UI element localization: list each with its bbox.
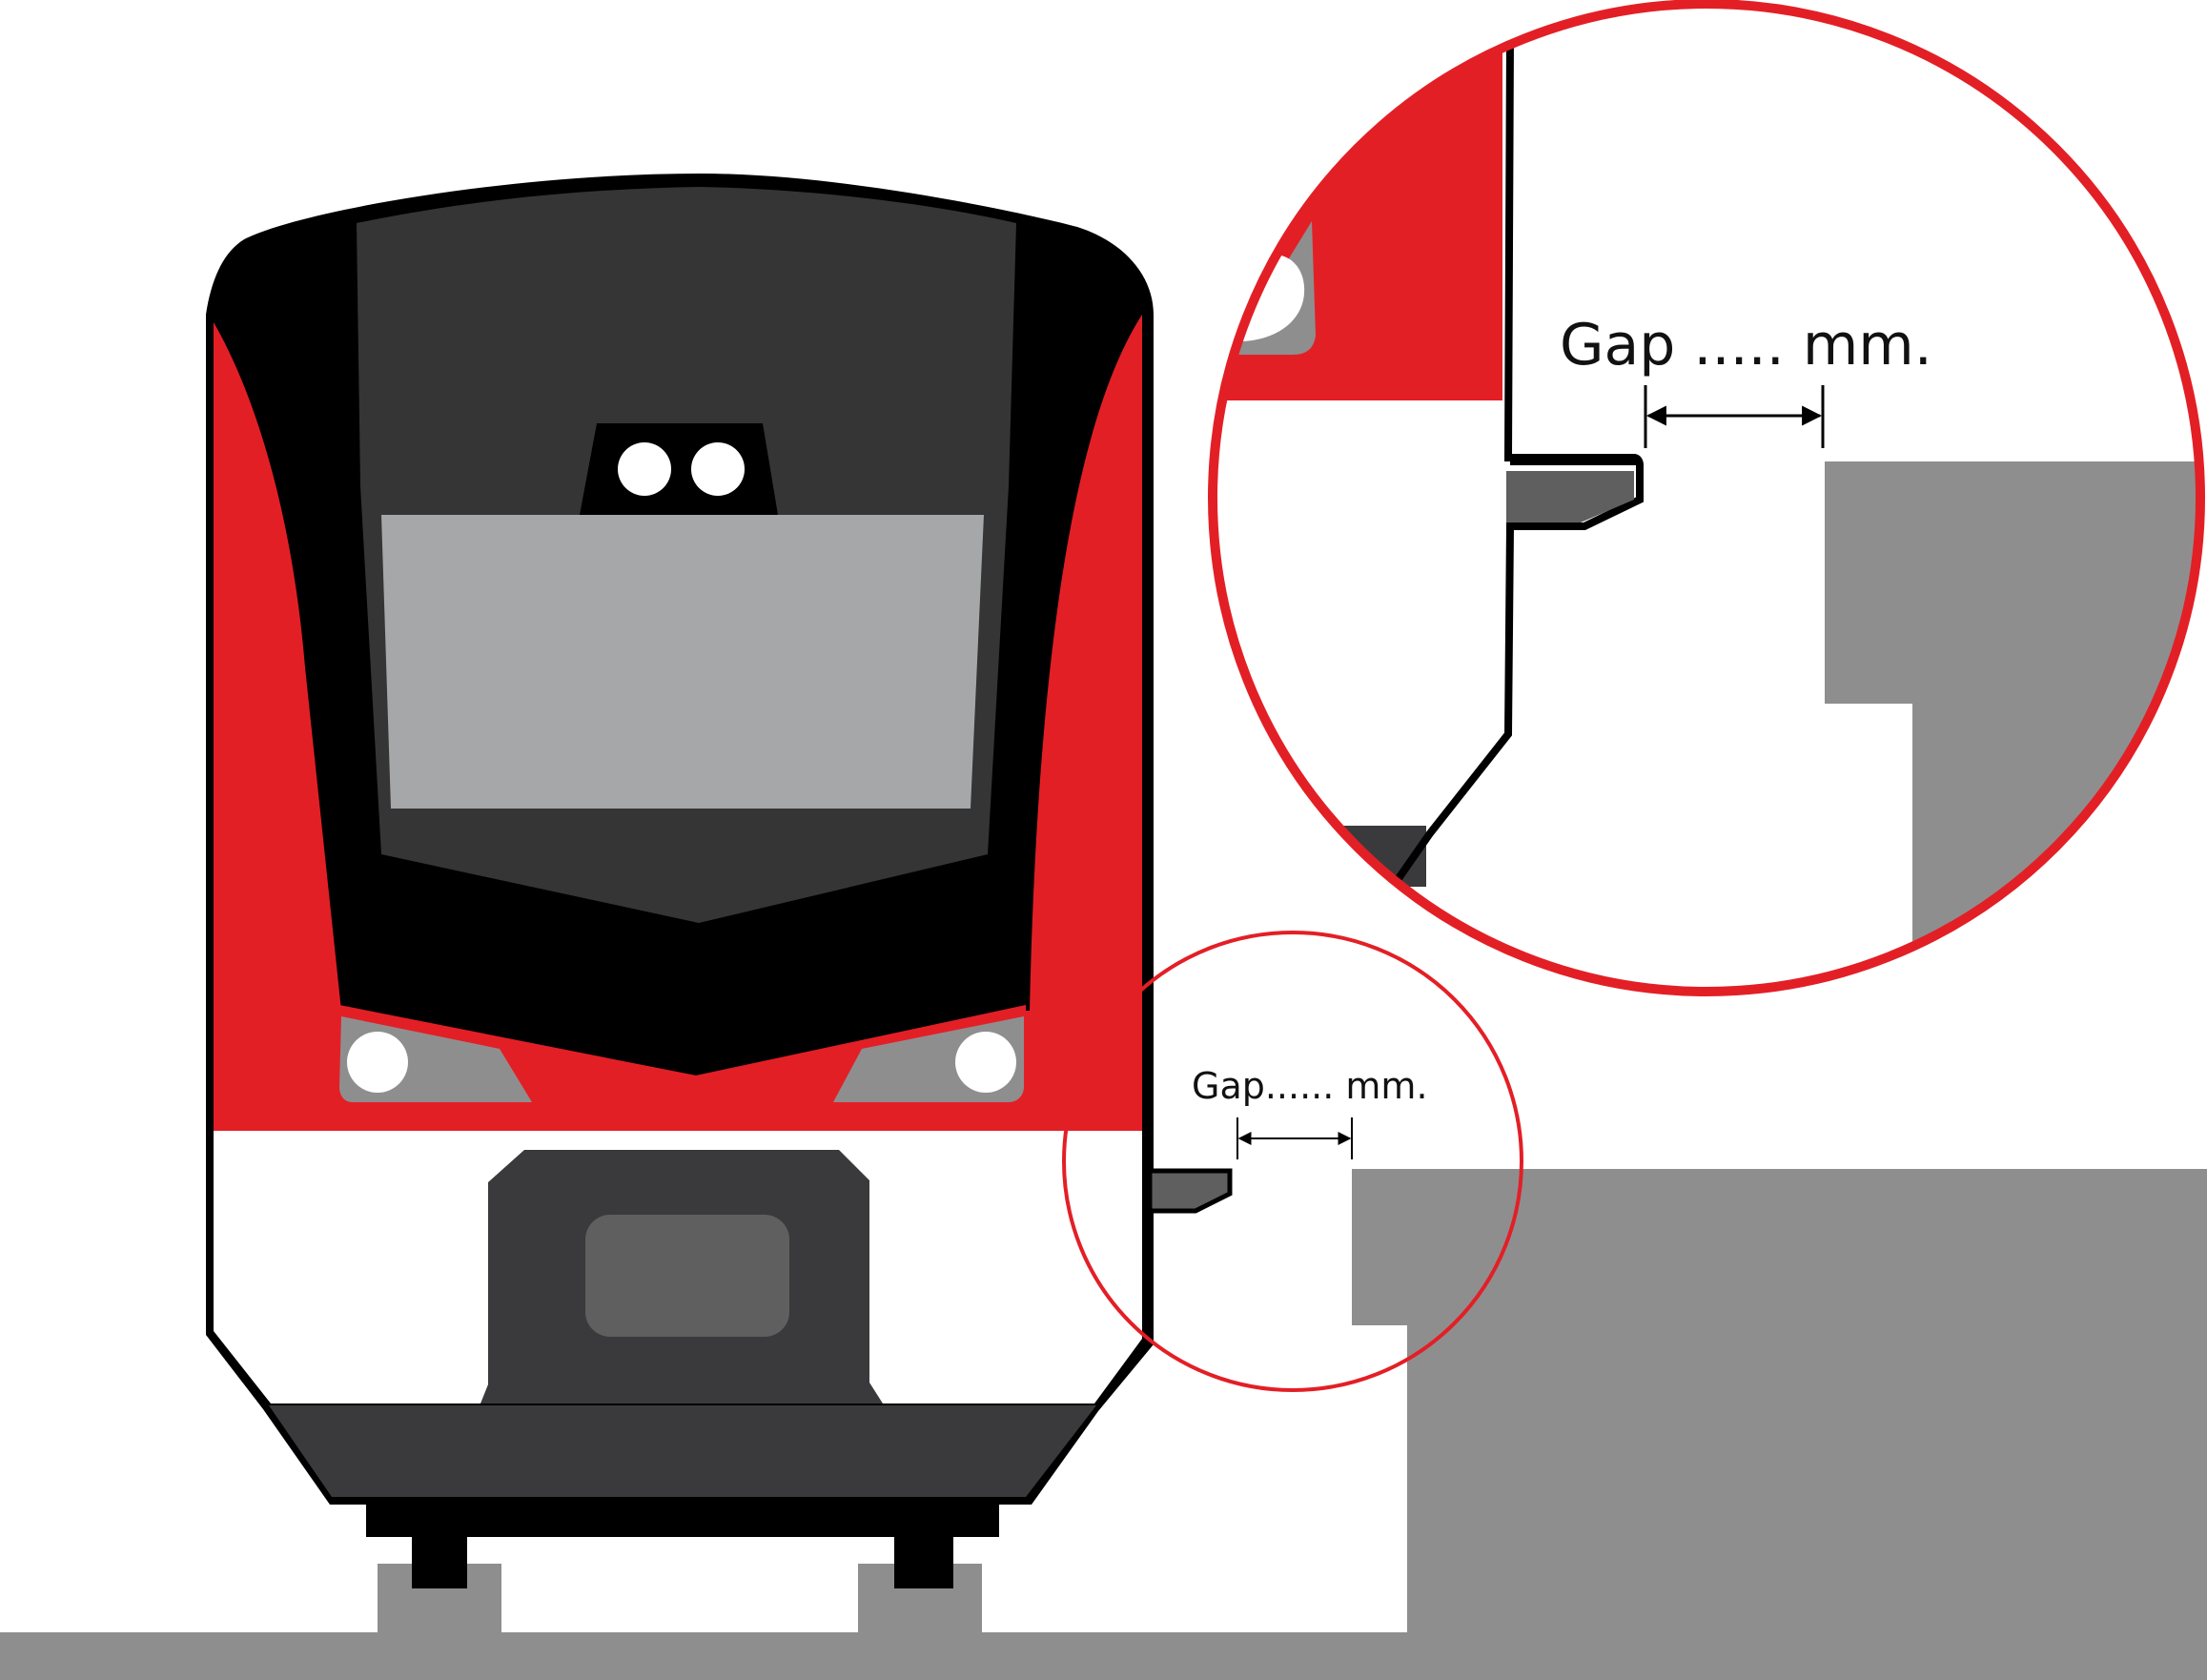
headlamp-left-icon [347, 1032, 408, 1093]
top-light-housing [580, 423, 778, 515]
top-light-right-icon [691, 442, 745, 496]
windshield [381, 515, 984, 809]
undercarriage [366, 1497, 999, 1588]
gap-label-large: Gap ..... mm. [1560, 312, 1932, 379]
platform [1352, 1169, 2207, 1680]
train-front [206, 174, 1233, 1588]
zoom-circle-small: Gap...... mm. [1062, 931, 1523, 1392]
coupler-panel [585, 1215, 789, 1337]
magnifier-circle-large-icon [1208, 0, 2205, 996]
track-bed [0, 1632, 1409, 1680]
magnifier-circle-small-icon [1062, 931, 1523, 1392]
ground [0, 1564, 1409, 1680]
gap-label-small: Gap...... mm. [1192, 1065, 1428, 1107]
side-step-small [1147, 1168, 1233, 1214]
train-skirt [269, 1405, 1096, 1497]
top-light-left-icon [618, 442, 671, 496]
zoom-side-step [1506, 471, 1634, 522]
zoom-circle-large: Gap ..... mm. [1208, 0, 2205, 996]
headlamp-right-icon [955, 1032, 1016, 1093]
